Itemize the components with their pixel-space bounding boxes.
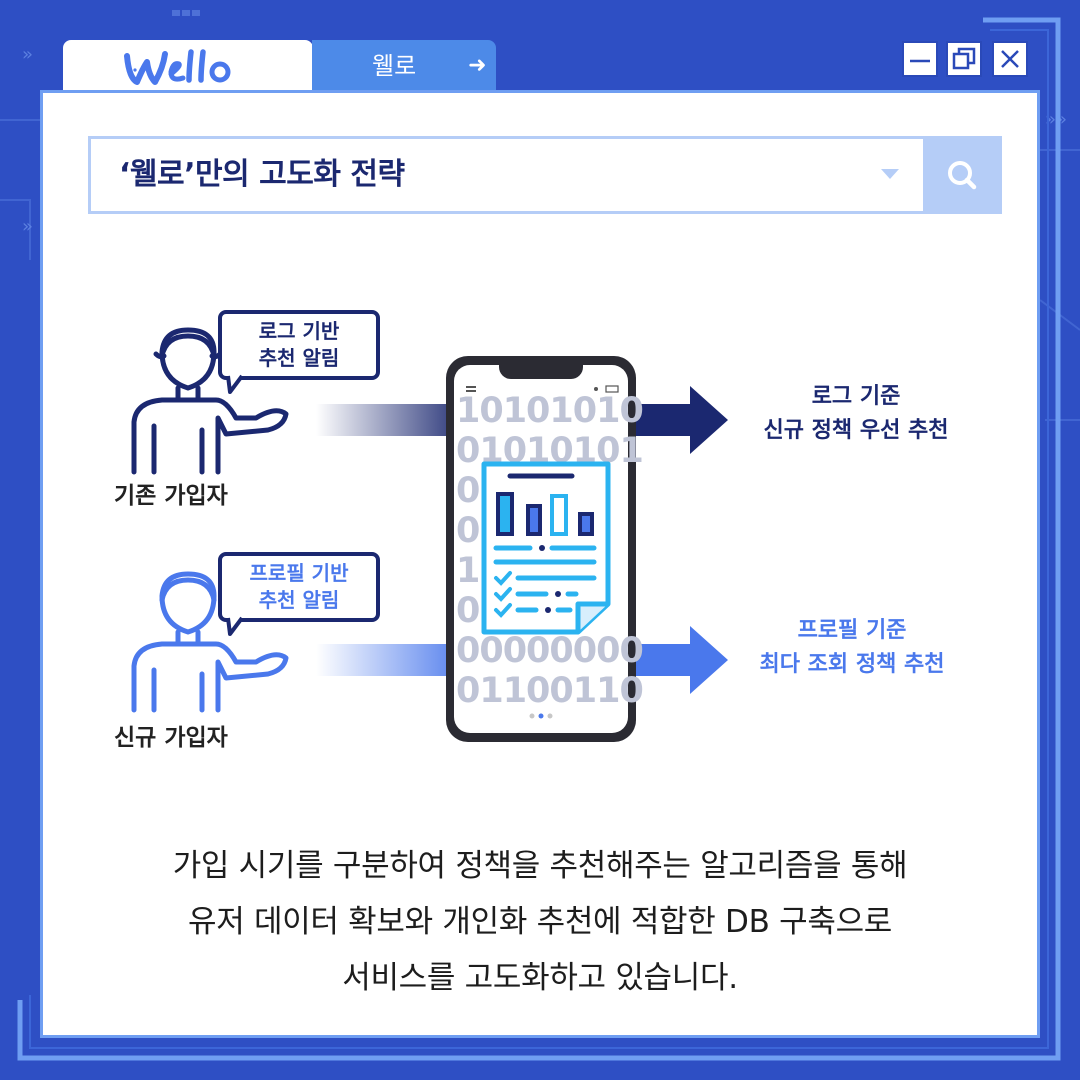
output-arrow-new xyxy=(632,626,728,694)
result-existing: 로그 기준 신규 정책 우선 추천 xyxy=(706,380,1006,448)
status-bar-icons xyxy=(466,385,619,393)
bubble-new-line1: 프로필 기반 xyxy=(249,561,349,585)
phone-screen: 10101010 01010101 0 0 0 0 1 1 0 0 000000… xyxy=(454,365,644,733)
label-new-user: 신규 가입자 xyxy=(114,725,228,751)
restore-button[interactable] xyxy=(946,41,982,77)
description-line: 유저 데이터 확보와 개인화 추천에 적합한 DB 구축으로 xyxy=(187,904,893,940)
bubble-tail-existing xyxy=(226,374,244,394)
description-text: 가입 시기를 구분하여 정책을 추천해주는 알고리즘을 통해 유저 데이터 확보… xyxy=(40,838,1040,1006)
search-icon xyxy=(948,161,977,190)
result-new-line2: 최다 조회 정책 추천 xyxy=(759,652,945,677)
arrow-right-icon: ➜ xyxy=(468,53,487,78)
tab-wello[interactable]: 웰로 ➜ xyxy=(312,40,496,92)
new-user-icon xyxy=(131,571,289,713)
restore-icon xyxy=(952,47,976,70)
result-existing-line1: 로그 기준 xyxy=(811,384,901,409)
bubble-new: 프로필 기반 추천 알림 xyxy=(218,552,380,622)
report-document-icon xyxy=(481,461,611,635)
description-line: 가입 시기를 구분하여 정책을 추천해주는 알고리즘을 통해 xyxy=(172,848,908,884)
output-arrow-existing xyxy=(632,386,728,454)
input-arrow-new xyxy=(316,644,450,676)
svg-text:»: » xyxy=(22,44,33,65)
page-indicator xyxy=(529,713,553,719)
search-bar[interactable]: ‘웰로’만의 고도화 전략 xyxy=(88,136,1002,214)
input-arrow-existing xyxy=(316,404,450,436)
existing-user-icon xyxy=(131,327,289,475)
close-button[interactable] xyxy=(992,41,1028,77)
result-new: 프로필 기준 최다 조회 정책 추천 xyxy=(702,614,1002,682)
result-existing-line2: 신규 정책 우선 추천 xyxy=(763,418,949,443)
tab-label: 웰로 xyxy=(372,52,417,80)
phone-notch xyxy=(499,365,583,379)
bubble-existing-line1: 로그 기반 xyxy=(258,319,340,343)
result-new-line1: 프로필 기준 xyxy=(797,618,907,643)
wello-logo xyxy=(124,49,231,85)
dropdown-arrow-icon[interactable] xyxy=(881,169,899,179)
bubble-existing-line2: 추천 알림 xyxy=(258,346,340,370)
search-button[interactable] xyxy=(923,139,1002,211)
tab-wello-logo[interactable] xyxy=(63,40,313,96)
minimize-button[interactable] xyxy=(902,41,938,77)
bubble-tail-new xyxy=(226,616,244,636)
close-icon xyxy=(1001,50,1019,68)
description-line: 서비스를 고도화하고 있습니다. xyxy=(342,960,738,996)
phone-device: 10101010 01010101 0 0 0 0 1 1 0 0 000000… xyxy=(446,356,644,742)
bubble-new-line2: 추천 알림 xyxy=(258,588,340,612)
binary-row: 01100110 xyxy=(456,671,644,711)
binary-row: 00000000 xyxy=(456,631,644,671)
search-query: ‘웰로’만의 고도화 전략 xyxy=(119,157,405,192)
binary-row: 10101010 xyxy=(456,391,644,431)
label-existing-user: 기존 가입자 xyxy=(114,483,228,509)
minimize-icon xyxy=(910,59,930,63)
bubble-existing: 로그 기반 추천 알림 xyxy=(218,310,380,380)
svg-text:»: » xyxy=(22,216,33,237)
